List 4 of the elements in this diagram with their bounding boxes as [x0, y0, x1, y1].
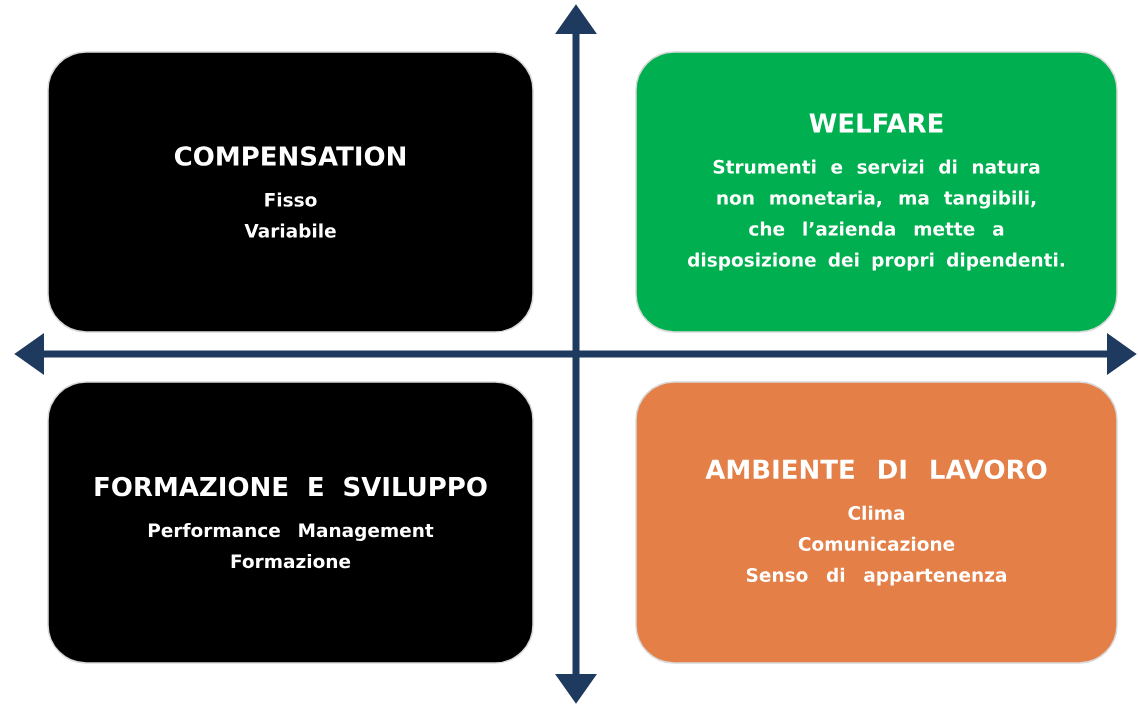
category-box: AMBIENTE DI LAVORO Clima Comunicazione Senso di appartenenza [635, 381, 1118, 664]
category-box: FORMAZIONE E SVILUPPO Performance Management Formazione [47, 381, 534, 664]
category-box: WELFARE Strumenti e servizi di natura non monetaria, ma tangibili, che l’azienda mette a disposizione dei propri dipendenti. [635, 51, 1118, 333]
category-box: COMPENSATION Fisso Variabile [47, 51, 534, 333]
